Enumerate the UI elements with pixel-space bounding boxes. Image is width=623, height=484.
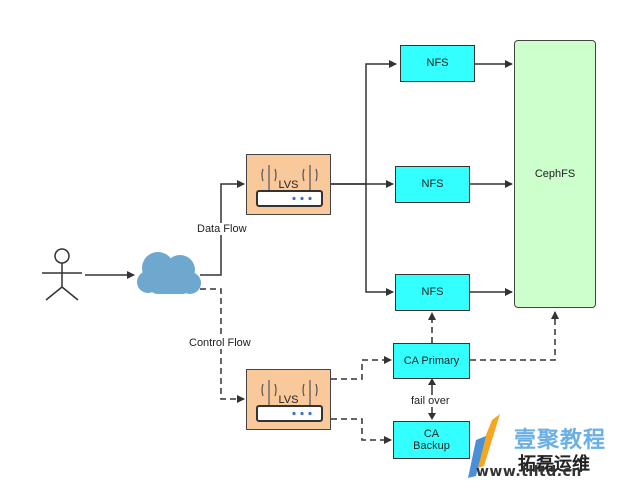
lvs-node-top: LVS (246, 154, 331, 215)
lvs-node-bottom-label: LVS (278, 394, 299, 406)
ca-backup-node-label-line2: Backup (413, 440, 450, 452)
edge-lvs-nfs-bottom (365, 184, 394, 296)
fail-over-arrow-up-icon (428, 378, 436, 385)
watermark-logo-icon (468, 414, 500, 478)
cloud-icon (137, 252, 201, 294)
fail-over-arrow-down-icon (428, 413, 436, 420)
cephfs-node: CephFS (514, 40, 596, 308)
watermark-text-top: 壹聚教程 (514, 428, 607, 453)
cephfs-node-label: CephFS (534, 167, 576, 180)
nfs-node-bottom-label: NFS (421, 286, 444, 299)
data-flow-label: Data Flow (196, 223, 248, 235)
lvs-node-top-label: LVS (278, 179, 299, 191)
nfs-node-top: NFS (400, 45, 475, 82)
stick-figure-icon (42, 248, 82, 301)
edge-lvs-ca-backup (331, 418, 392, 444)
nfs-node-bottom: NFS (395, 274, 470, 311)
ca-primary-node: CA Primary (393, 343, 470, 379)
router-icon (256, 165, 323, 207)
lvs-node-bottom: LVS (246, 369, 331, 430)
edge-lvs-nfs-top (331, 60, 397, 185)
watermark-text-middle: 拓磊运维 (518, 454, 590, 475)
router-icon (256, 380, 323, 422)
ca-backup-node: CA Backup (393, 421, 470, 459)
nfs-node-top-label: NFS (426, 57, 449, 70)
nfs-node-middle: NFS (395, 166, 470, 203)
ca-backup-node-label-line1: CA (423, 427, 440, 440)
control-flow-label: Control Flow (188, 337, 252, 349)
watermark-url: www.tlltd.cn (476, 464, 582, 480)
edge-ca-primary-cephfs (470, 311, 559, 361)
fail-over-label: fail over (410, 395, 451, 407)
ca-primary-node-label: CA Primary (403, 354, 460, 367)
edge-lvs-ca-primary (331, 356, 392, 380)
nfs-node-middle-label: NFS (421, 178, 444, 191)
